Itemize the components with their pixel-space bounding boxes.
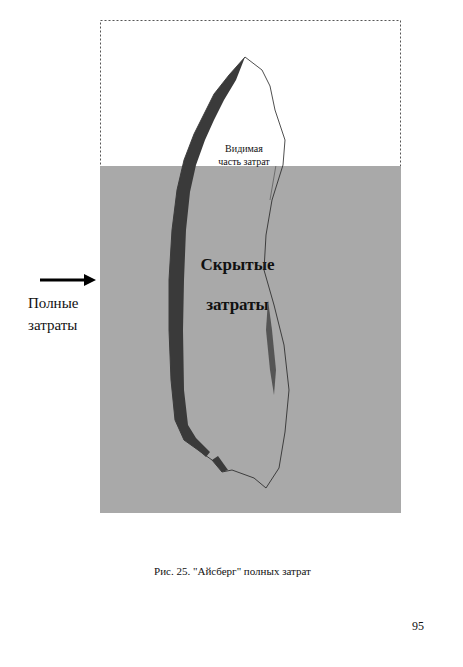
visible-costs-tip: Видимая часть затрат bbox=[214, 140, 274, 186]
total-costs-label: Полные затраты bbox=[28, 292, 98, 336]
figure-caption: Рис. 25. "Айсберг" полных затрат bbox=[60, 564, 405, 579]
dashed-frame bbox=[101, 21, 401, 513]
arrow-head bbox=[84, 274, 96, 286]
node-text: Видимая часть затрат bbox=[214, 142, 274, 168]
page-number: 95 bbox=[412, 618, 442, 634]
hidden-costs-band: Скрытые затраты bbox=[100, 166, 401, 513]
node-text: Скрытые затраты bbox=[180, 245, 295, 325]
total-costs-arrow bbox=[40, 279, 86, 282]
